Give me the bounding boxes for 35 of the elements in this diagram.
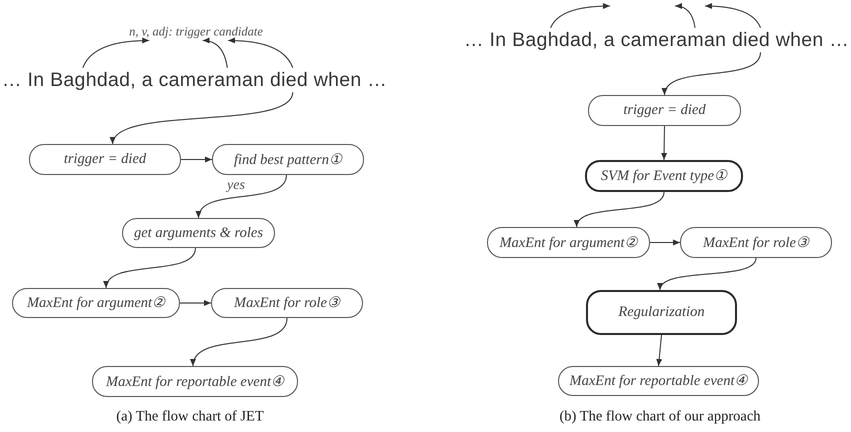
process-step: MaxEnt for reportable event④: [558, 366, 759, 396]
arrow: [656, 334, 662, 366]
process-step: MaxEnt for argument②: [12, 288, 180, 318]
process-step: MaxEnt for argument②: [487, 227, 650, 258]
arrow: [180, 300, 212, 306]
example-sentence: … In Baghdad, a cameraman died when …: [2, 68, 388, 92]
figure-caption: (a) The flow chart of JET: [116, 408, 264, 426]
emphasized-process-step: SVM for Event type①: [585, 160, 743, 192]
curved-arrow: [228, 38, 294, 68]
curved-arrow: [674, 3, 696, 28]
process-step: MaxEnt for role③: [211, 288, 363, 318]
curved-arrow: [112, 92, 294, 144]
process-step: get arguments & roles: [122, 218, 275, 248]
arrow: [661, 126, 668, 160]
arrow: [650, 240, 680, 246]
curved-arrow: [202, 38, 228, 68]
curved-arrow: [576, 192, 664, 228]
emphasized-process-step: Regularization: [586, 290, 737, 335]
curved-arrow: [704, 3, 761, 28]
curved-arrow: [197, 174, 287, 218]
curved-arrow: [663, 52, 761, 96]
process-step: trigger = died: [588, 95, 741, 126]
process-step: find best pattern①: [212, 144, 364, 175]
process-step: MaxEnt for reportable event④: [92, 366, 298, 397]
process-step: trigger = died: [29, 144, 181, 175]
figure-caption: (b) The flow chart of our approach: [559, 408, 761, 426]
curved-arrow: [660, 258, 756, 290]
annotation-text: n, v, adj: trigger candidate: [129, 24, 263, 40]
curved-arrow: [105, 248, 196, 288]
example-sentence: … In Baghdad, a cameraman died when …: [464, 28, 850, 52]
arrow: [180, 156, 212, 162]
curved-arrow: [550, 3, 610, 28]
process-step: MaxEnt for role③: [680, 227, 832, 258]
curved-arrow: [192, 318, 288, 366]
curved-arrow: [82, 38, 150, 68]
